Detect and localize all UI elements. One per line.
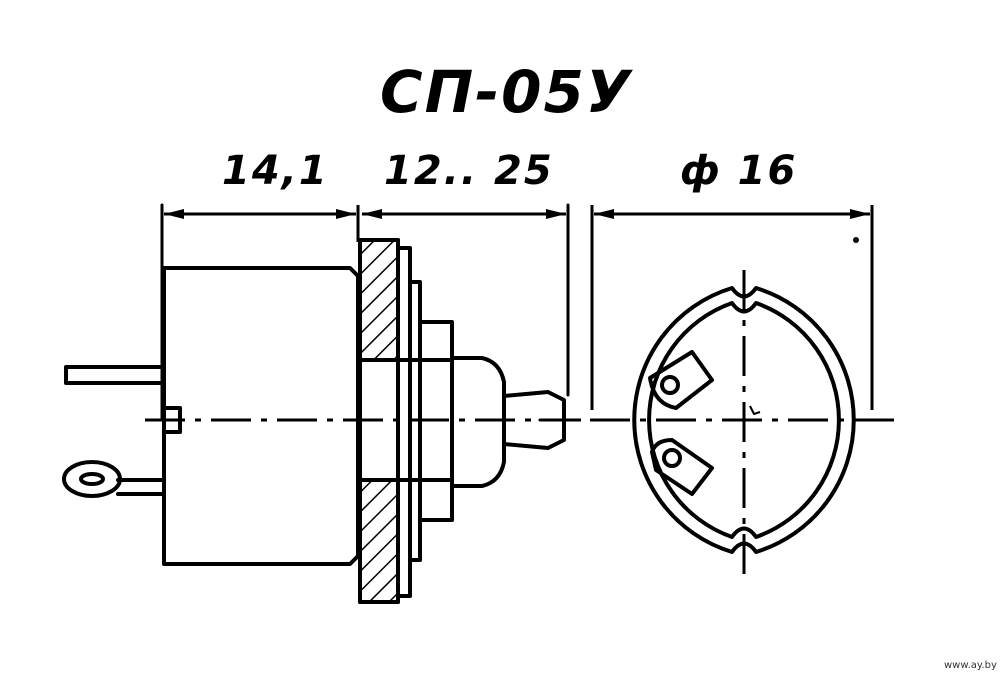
dimension-label-shaft-length: 12.. 25 <box>384 148 554 194</box>
terminal-eyelet-ring <box>64 462 120 496</box>
dimension-lines-side <box>164 205 566 242</box>
side-view <box>64 205 568 602</box>
terminal-eyelet-hole <box>81 474 103 484</box>
solder-tab-lower-hole <box>664 450 680 466</box>
nut <box>420 322 452 520</box>
ink-dot <box>853 237 859 243</box>
cover-plate <box>398 248 410 596</box>
watermark: www.ay.by <box>944 660 997 671</box>
flange-lower <box>360 480 398 602</box>
solder-tab-lower <box>652 440 712 494</box>
front-view <box>592 205 872 552</box>
drawing-title: СП-05У <box>380 58 633 126</box>
front-mark <box>750 406 760 414</box>
inner-rim <box>649 303 839 537</box>
outer-rim <box>634 288 854 552</box>
bushing <box>452 358 504 486</box>
housing-body <box>164 268 358 564</box>
flange-upper <box>360 240 398 360</box>
terminal-pin-straight <box>66 367 164 383</box>
dimension-label-diameter: ф 16 <box>680 148 798 194</box>
solder-tab-upper-hole <box>662 377 678 393</box>
dimension-label-body-length: 14,1 <box>222 148 329 194</box>
solder-tab-upper <box>650 352 712 408</box>
terminal-pin-eyelet <box>118 480 164 494</box>
